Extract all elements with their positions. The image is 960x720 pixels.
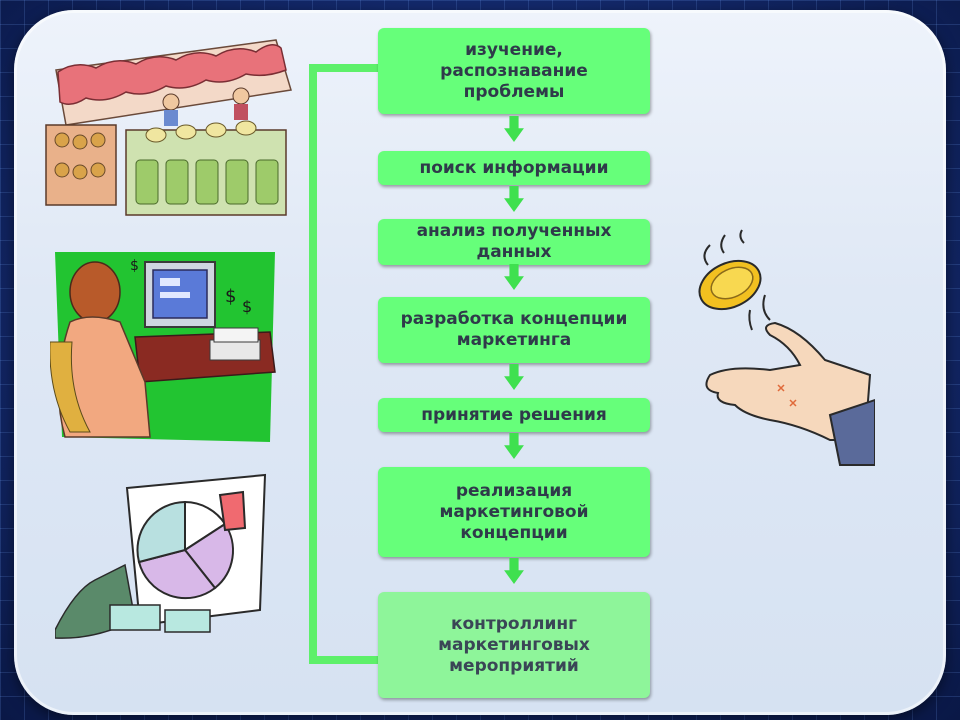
coin-flip-hand-illustration bbox=[698, 229, 875, 466]
step-data-analysis: анализ полученных данных bbox=[378, 219, 650, 265]
step-decision-making: принятие решения bbox=[378, 398, 650, 432]
feedback-loop-vertical bbox=[309, 64, 317, 664]
arrow-down-icon bbox=[504, 264, 524, 290]
arrow-down-icon bbox=[504, 433, 524, 459]
step-controlling: контроллинг маркетинговых мероприятий bbox=[378, 592, 650, 698]
pie-chart-presentation-illustration bbox=[55, 473, 267, 639]
step-problem-recognition: изучение, распознавание проблемы bbox=[378, 28, 650, 114]
svg-text:$: $ bbox=[242, 297, 252, 316]
market-stalls-illustration bbox=[45, 39, 292, 216]
woman-at-computer-illustration: $ $ $ bbox=[50, 252, 276, 442]
feedback-loop-bottom bbox=[309, 656, 381, 664]
step-concept-development: разработка концепции маркетинга bbox=[378, 297, 650, 363]
arrow-down-icon bbox=[504, 364, 524, 390]
svg-text:$: $ bbox=[130, 258, 139, 274]
feedback-loop-top bbox=[309, 64, 379, 72]
step-concept-implementation: реализация маркетинговой концепции bbox=[378, 467, 650, 557]
arrow-down-icon bbox=[504, 116, 524, 142]
svg-text:$: $ bbox=[225, 286, 236, 307]
arrow-down-icon bbox=[504, 186, 524, 212]
step-information-search: поиск информации bbox=[378, 151, 650, 185]
arrow-down-icon bbox=[504, 558, 524, 584]
